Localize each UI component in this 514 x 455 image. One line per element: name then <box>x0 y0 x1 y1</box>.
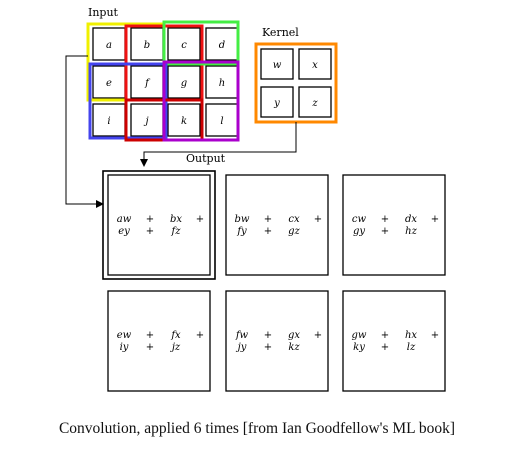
plus-sign: + <box>314 214 322 225</box>
plus-sign: + <box>381 226 389 237</box>
term: cw <box>352 214 367 225</box>
plus-sign: + <box>431 214 439 225</box>
kernel-cell-label: x <box>312 60 318 71</box>
kernel-cell-label: y <box>273 98 280 109</box>
input-cell-g: g <box>167 65 201 99</box>
receptive-window-3 <box>162 20 240 66</box>
plus-sign: + <box>146 214 154 225</box>
term: jy <box>236 342 247 353</box>
term: iy <box>120 342 129 353</box>
input-cell-label: f <box>144 78 151 89</box>
input-cell-b: b <box>130 27 164 61</box>
term: dx <box>405 214 417 225</box>
plus-sign: + <box>146 226 154 237</box>
term: gz <box>288 226 300 237</box>
term: fx <box>170 330 181 341</box>
term: cx <box>288 214 300 225</box>
input-cell-f: f <box>130 65 164 99</box>
term: bx <box>170 214 182 225</box>
output-label: Output <box>186 152 226 165</box>
term: hx <box>405 330 417 341</box>
term: fw <box>235 330 249 341</box>
term: gx <box>288 330 300 341</box>
input-cell-d: d <box>205 27 239 61</box>
term: lz <box>407 342 416 353</box>
input-cell-e: e <box>92 65 126 99</box>
term: gw <box>352 330 367 341</box>
output-grid: aw + bx + ey + fz bw + cx + fy + gz cw + dx + gy + hz ew + fx + i… <box>102 170 446 392</box>
term: jz <box>170 342 181 353</box>
highlight-frame <box>102 170 216 280</box>
output-cell-3: cw + dx + gy + hz <box>342 174 446 276</box>
kernel-cell-w: w <box>260 48 294 80</box>
plus-sign: + <box>381 214 389 225</box>
plus-sign: + <box>196 214 204 225</box>
input-cell-label: a <box>106 40 112 51</box>
input-cell-label: e <box>106 78 112 89</box>
term: fy <box>236 226 247 237</box>
input-cell-label: b <box>144 40 150 51</box>
input-cell-j: j <box>130 103 164 137</box>
kernel-cell-z: z <box>298 86 332 118</box>
input-cell-c: c <box>167 27 201 61</box>
input-label: Input <box>88 6 119 19</box>
input-cell-a: a <box>92 27 126 61</box>
kernel-grid: w x y z <box>260 48 332 118</box>
plus-sign: + <box>314 330 322 341</box>
input-cell-label: j <box>143 116 148 127</box>
input-cell-label: d <box>219 40 225 51</box>
kernel-cell-label: z <box>311 98 318 109</box>
input-cell-label: l <box>220 116 223 127</box>
term: gy <box>353 226 365 237</box>
output-cell-6: gw + hx + ky + lz <box>342 290 446 392</box>
input-cell-i: i <box>92 103 126 137</box>
plus-sign: + <box>264 214 272 225</box>
plus-sign: + <box>196 330 204 341</box>
input-cell-h: h <box>205 65 239 99</box>
term: aw <box>117 214 132 225</box>
plus-sign: + <box>431 330 439 341</box>
receptive-window-6 <box>162 60 240 142</box>
input-cell-label: k <box>181 116 187 127</box>
plus-sign: + <box>146 342 154 353</box>
plus-sign: + <box>264 226 272 237</box>
receptive-windows <box>86 20 240 142</box>
term: fz <box>171 226 182 237</box>
plus-sign: + <box>381 330 389 341</box>
input-cell-label: h <box>219 78 225 89</box>
output-cell-5: fw + gx + jy + kz <box>225 290 329 392</box>
output-cell-4: ew + fx + iy + jz <box>107 290 211 392</box>
term: ky <box>353 342 365 353</box>
term: kz <box>288 342 300 353</box>
input-grid: a b c d e f g h i j k l <box>92 27 239 137</box>
output-cell-1: aw + bx + ey + fz <box>102 170 216 280</box>
kernel-label: Kernel <box>262 26 299 39</box>
kernel-cell-y: y <box>260 86 294 118</box>
input-cell-label: i <box>107 116 110 127</box>
term: hz <box>405 226 417 237</box>
kernel-to-output-arrow <box>140 122 297 167</box>
plus-sign: + <box>381 342 389 353</box>
term: bw <box>235 214 250 225</box>
kernel-cell-label: w <box>273 60 282 71</box>
figure-caption: Convolution, applied 6 times [from Ian G… <box>58 420 456 437</box>
kernel-cell-x: x <box>298 48 332 80</box>
input-cell-l: l <box>205 103 239 137</box>
term: ew <box>117 330 132 341</box>
term: ey <box>118 226 130 237</box>
input-to-output-arrow <box>65 55 104 208</box>
plus-sign: + <box>146 330 154 341</box>
plus-sign: + <box>264 330 272 341</box>
output-cell-2: bw + cx + fy + gz <box>225 174 329 276</box>
input-cell-label: c <box>181 40 187 51</box>
input-cell-k: k <box>167 103 201 137</box>
input-cell-label: g <box>181 78 187 89</box>
plus-sign: + <box>264 342 272 353</box>
